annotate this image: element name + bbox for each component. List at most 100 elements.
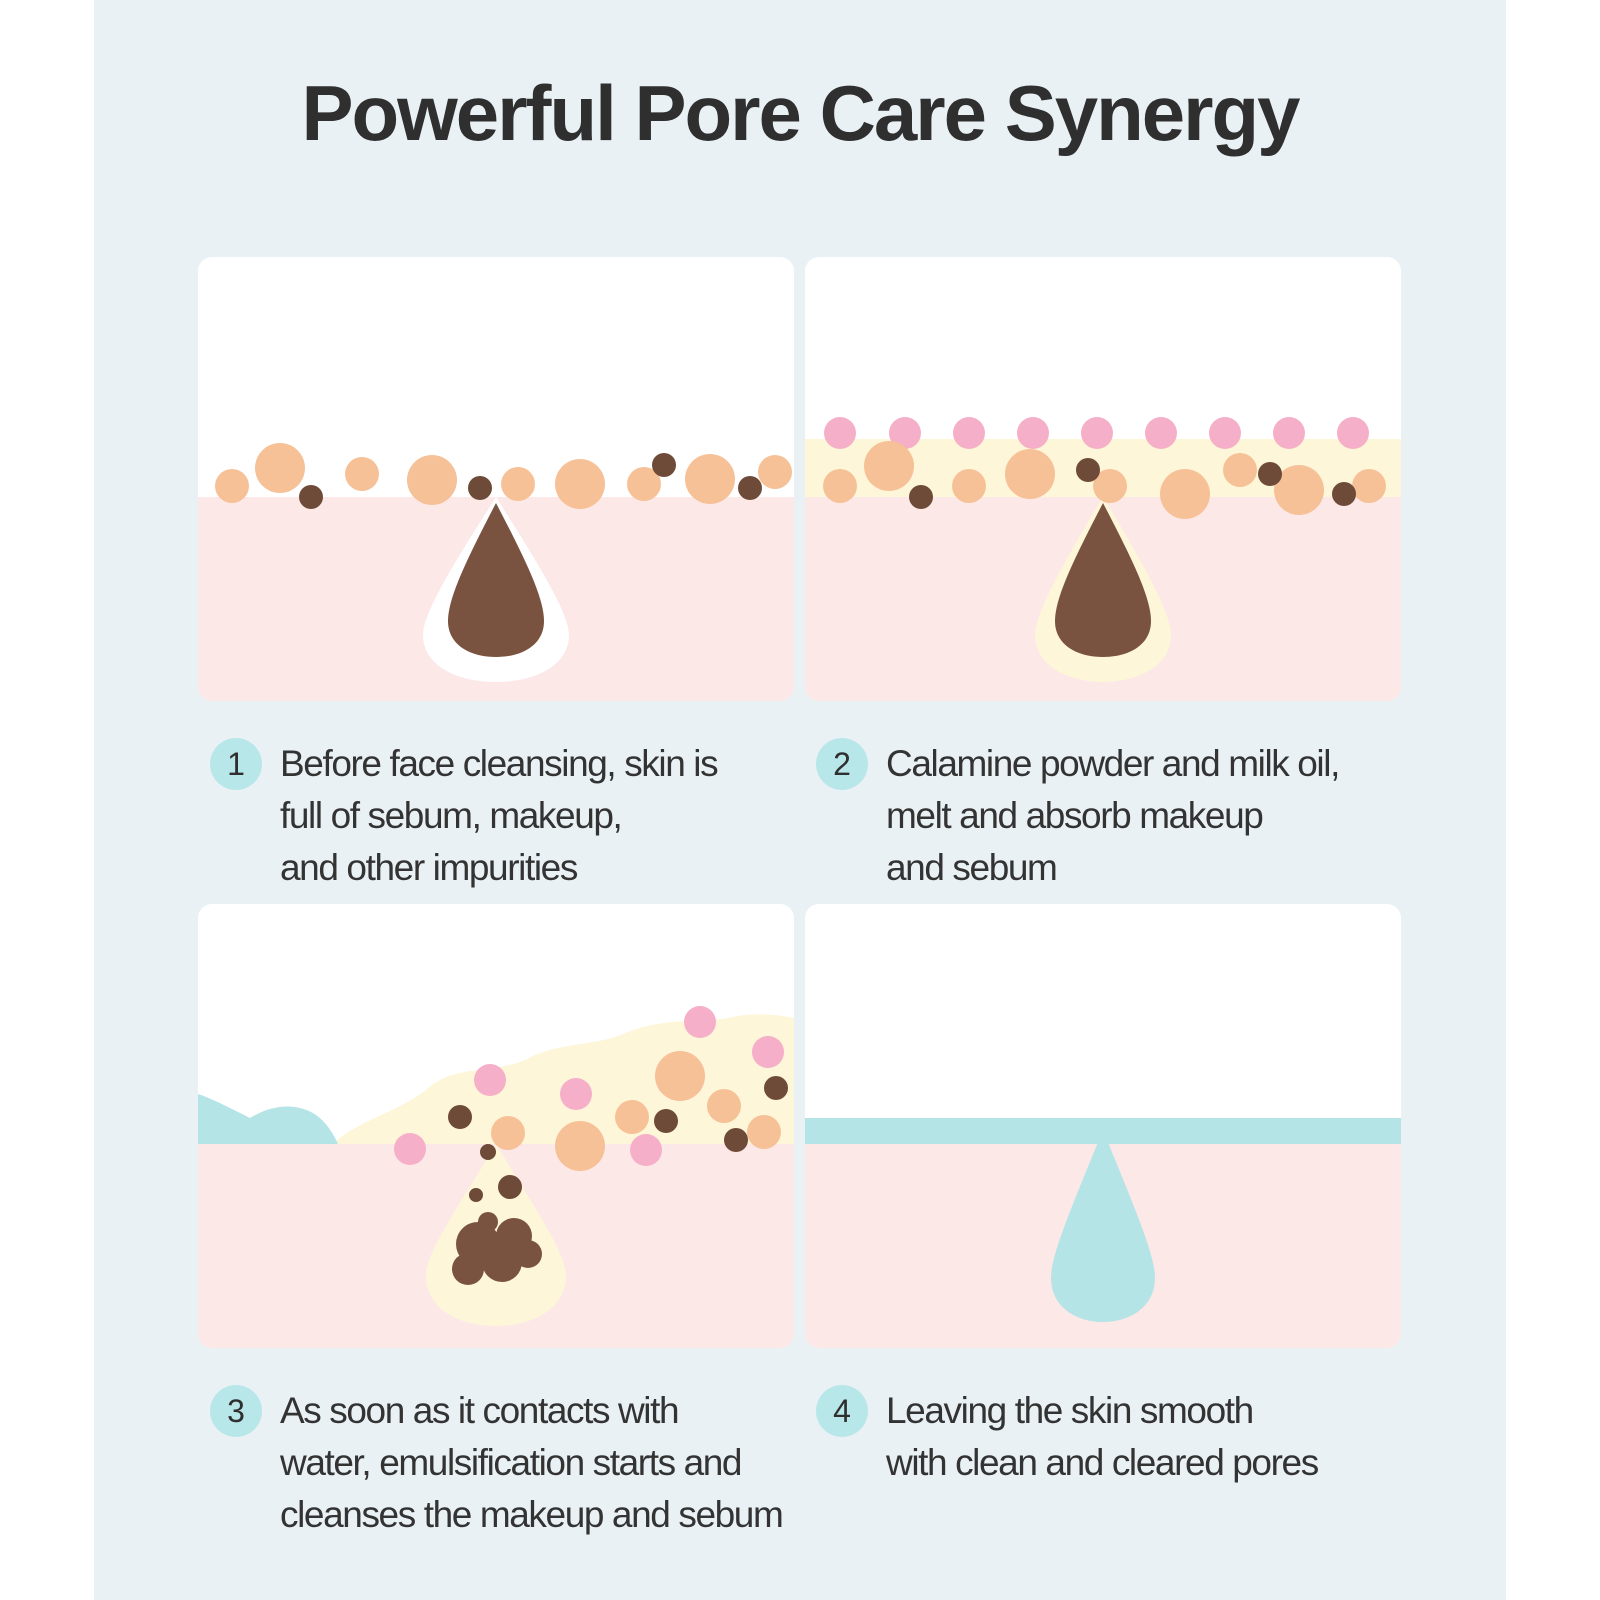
sebum-particle [1332, 482, 1356, 506]
sebum-particle [480, 1144, 496, 1160]
makeup-particle [952, 469, 986, 503]
step-2-line-1: Calamine powder and milk oil, [886, 743, 1340, 784]
powder-particle [1209, 417, 1241, 449]
step-3-line-2: water, emulsification starts and [280, 1442, 743, 1483]
powder-particle [394, 1133, 426, 1165]
step-2-illustration [805, 257, 1401, 701]
makeup-particle [758, 455, 792, 489]
powder-particle [1081, 417, 1113, 449]
step-3-line-3: cleanses the makeup and sebum [280, 1494, 784, 1535]
powder-particle [474, 1064, 506, 1096]
powder-particle [1017, 417, 1049, 449]
makeup-particle [707, 1089, 741, 1123]
step-4-number-badge: 4 [816, 1385, 868, 1437]
powder-particle [1145, 417, 1177, 449]
makeup-particle [864, 441, 914, 491]
calamine-powder-particles [394, 1006, 784, 1166]
makeup-particles [823, 441, 1386, 519]
powder-particle [560, 1078, 592, 1110]
emulsion-layer [333, 1014, 794, 1144]
makeup-particle [345, 457, 379, 491]
step-4-line-1: Leaving the skin smooth [886, 1390, 1254, 1431]
makeup-particles [491, 1051, 781, 1171]
step-1-caption: 1 Before face cleansing, skin is full of… [210, 738, 770, 898]
sebum-clump-part [514, 1240, 542, 1268]
step-2-description: Calamine powder and milk oil, melt and a… [886, 738, 1376, 894]
makeup-particle [255, 443, 305, 493]
step-4-line-2: with clean and cleared pores [886, 1442, 1319, 1483]
sebum-particle [654, 1109, 678, 1133]
sebum-particle [299, 485, 323, 509]
sebum-particle [469, 1188, 483, 1202]
sebum-particles [299, 453, 762, 509]
step-3-illustration [198, 904, 794, 1348]
step-4-description: Leaving the skin smooth with clean and c… [886, 1385, 1376, 1489]
step-1-line-3: and other impurities [280, 847, 578, 888]
makeup-particle [685, 454, 735, 504]
step-2-number-badge: 2 [816, 738, 868, 790]
sebum-particle [652, 453, 676, 477]
sebum-particles [909, 458, 1356, 509]
dissolving-sebum-clump [452, 1144, 542, 1285]
sebum-particle [764, 1076, 788, 1100]
powder-particle [889, 417, 921, 449]
sebum-particle [738, 476, 762, 500]
makeup-particle [747, 1115, 781, 1149]
step-3-number-badge: 3 [210, 1385, 262, 1437]
sebum-particles [448, 1076, 788, 1152]
powder-particle [953, 417, 985, 449]
step-1-line-2: full of sebum, makeup, [280, 795, 623, 836]
step-2-illustration-svg [805, 417, 1401, 701]
step-1-illustration-svg [198, 443, 794, 701]
sebum-particle [1258, 462, 1282, 486]
makeup-particle [1005, 449, 1055, 499]
step-1-line-1: Before face cleansing, skin is [280, 743, 719, 784]
sebum-particle [724, 1128, 748, 1152]
makeup-particles [215, 443, 792, 509]
sebum-particle [1076, 458, 1100, 482]
powder-particle [752, 1036, 784, 1068]
page-background: Powerful Pore Care Synergy [94, 0, 1506, 1600]
makeup-particle [627, 467, 661, 501]
sebum-clump-part [478, 1212, 498, 1232]
step-1-description: Before face cleansing, skin is full of s… [280, 738, 770, 894]
step-3-illustration-svg [198, 1006, 794, 1348]
makeup-particle [555, 459, 605, 509]
cleared-pore [1051, 1130, 1155, 1322]
sebum-particle [909, 485, 933, 509]
step-3-description: As soon as it contacts with water, emuls… [280, 1385, 784, 1541]
powder-particle [1273, 417, 1305, 449]
step-2-line-3: and sebum [886, 847, 1058, 888]
makeup-particle [491, 1116, 525, 1150]
water-wave [198, 1094, 338, 1144]
makeup-particle [407, 455, 457, 505]
step-4-illustration-svg [805, 1118, 1401, 1348]
sebum-particle [468, 476, 492, 500]
step-1-number-badge: 1 [210, 738, 262, 790]
page-title: Powerful Pore Care Synergy [301, 69, 1300, 157]
makeup-particle [823, 469, 857, 503]
pore-sebum-core [448, 503, 544, 657]
calamine-powder-particles [824, 417, 1369, 449]
makeup-particle [215, 469, 249, 503]
makeup-particle [1274, 465, 1324, 515]
pore-sebum-core [1055, 503, 1151, 657]
step-4-caption: 4 Leaving the skin smooth with clean and… [816, 1385, 1376, 1545]
powder-particle [684, 1006, 716, 1038]
step-2-line-2: melt and absorb makeup [886, 795, 1264, 836]
powder-particle [824, 417, 856, 449]
makeup-particle [1160, 469, 1210, 519]
step-1-illustration [198, 257, 794, 701]
step-2-caption: 2 Calamine powder and milk oil, melt and… [816, 738, 1376, 898]
step-3-line-1: As soon as it contacts with [280, 1390, 680, 1431]
sebum-clump-part [482, 1242, 522, 1282]
makeup-particle [1352, 469, 1386, 503]
powder-particle [630, 1134, 662, 1166]
sebum-particle [448, 1105, 472, 1129]
makeup-particle [501, 467, 535, 501]
makeup-particle [1223, 453, 1257, 487]
sebum-clump-part [452, 1253, 484, 1285]
powder-particle [1337, 417, 1369, 449]
makeup-particle [1093, 469, 1127, 503]
sebum-particle [498, 1175, 522, 1199]
